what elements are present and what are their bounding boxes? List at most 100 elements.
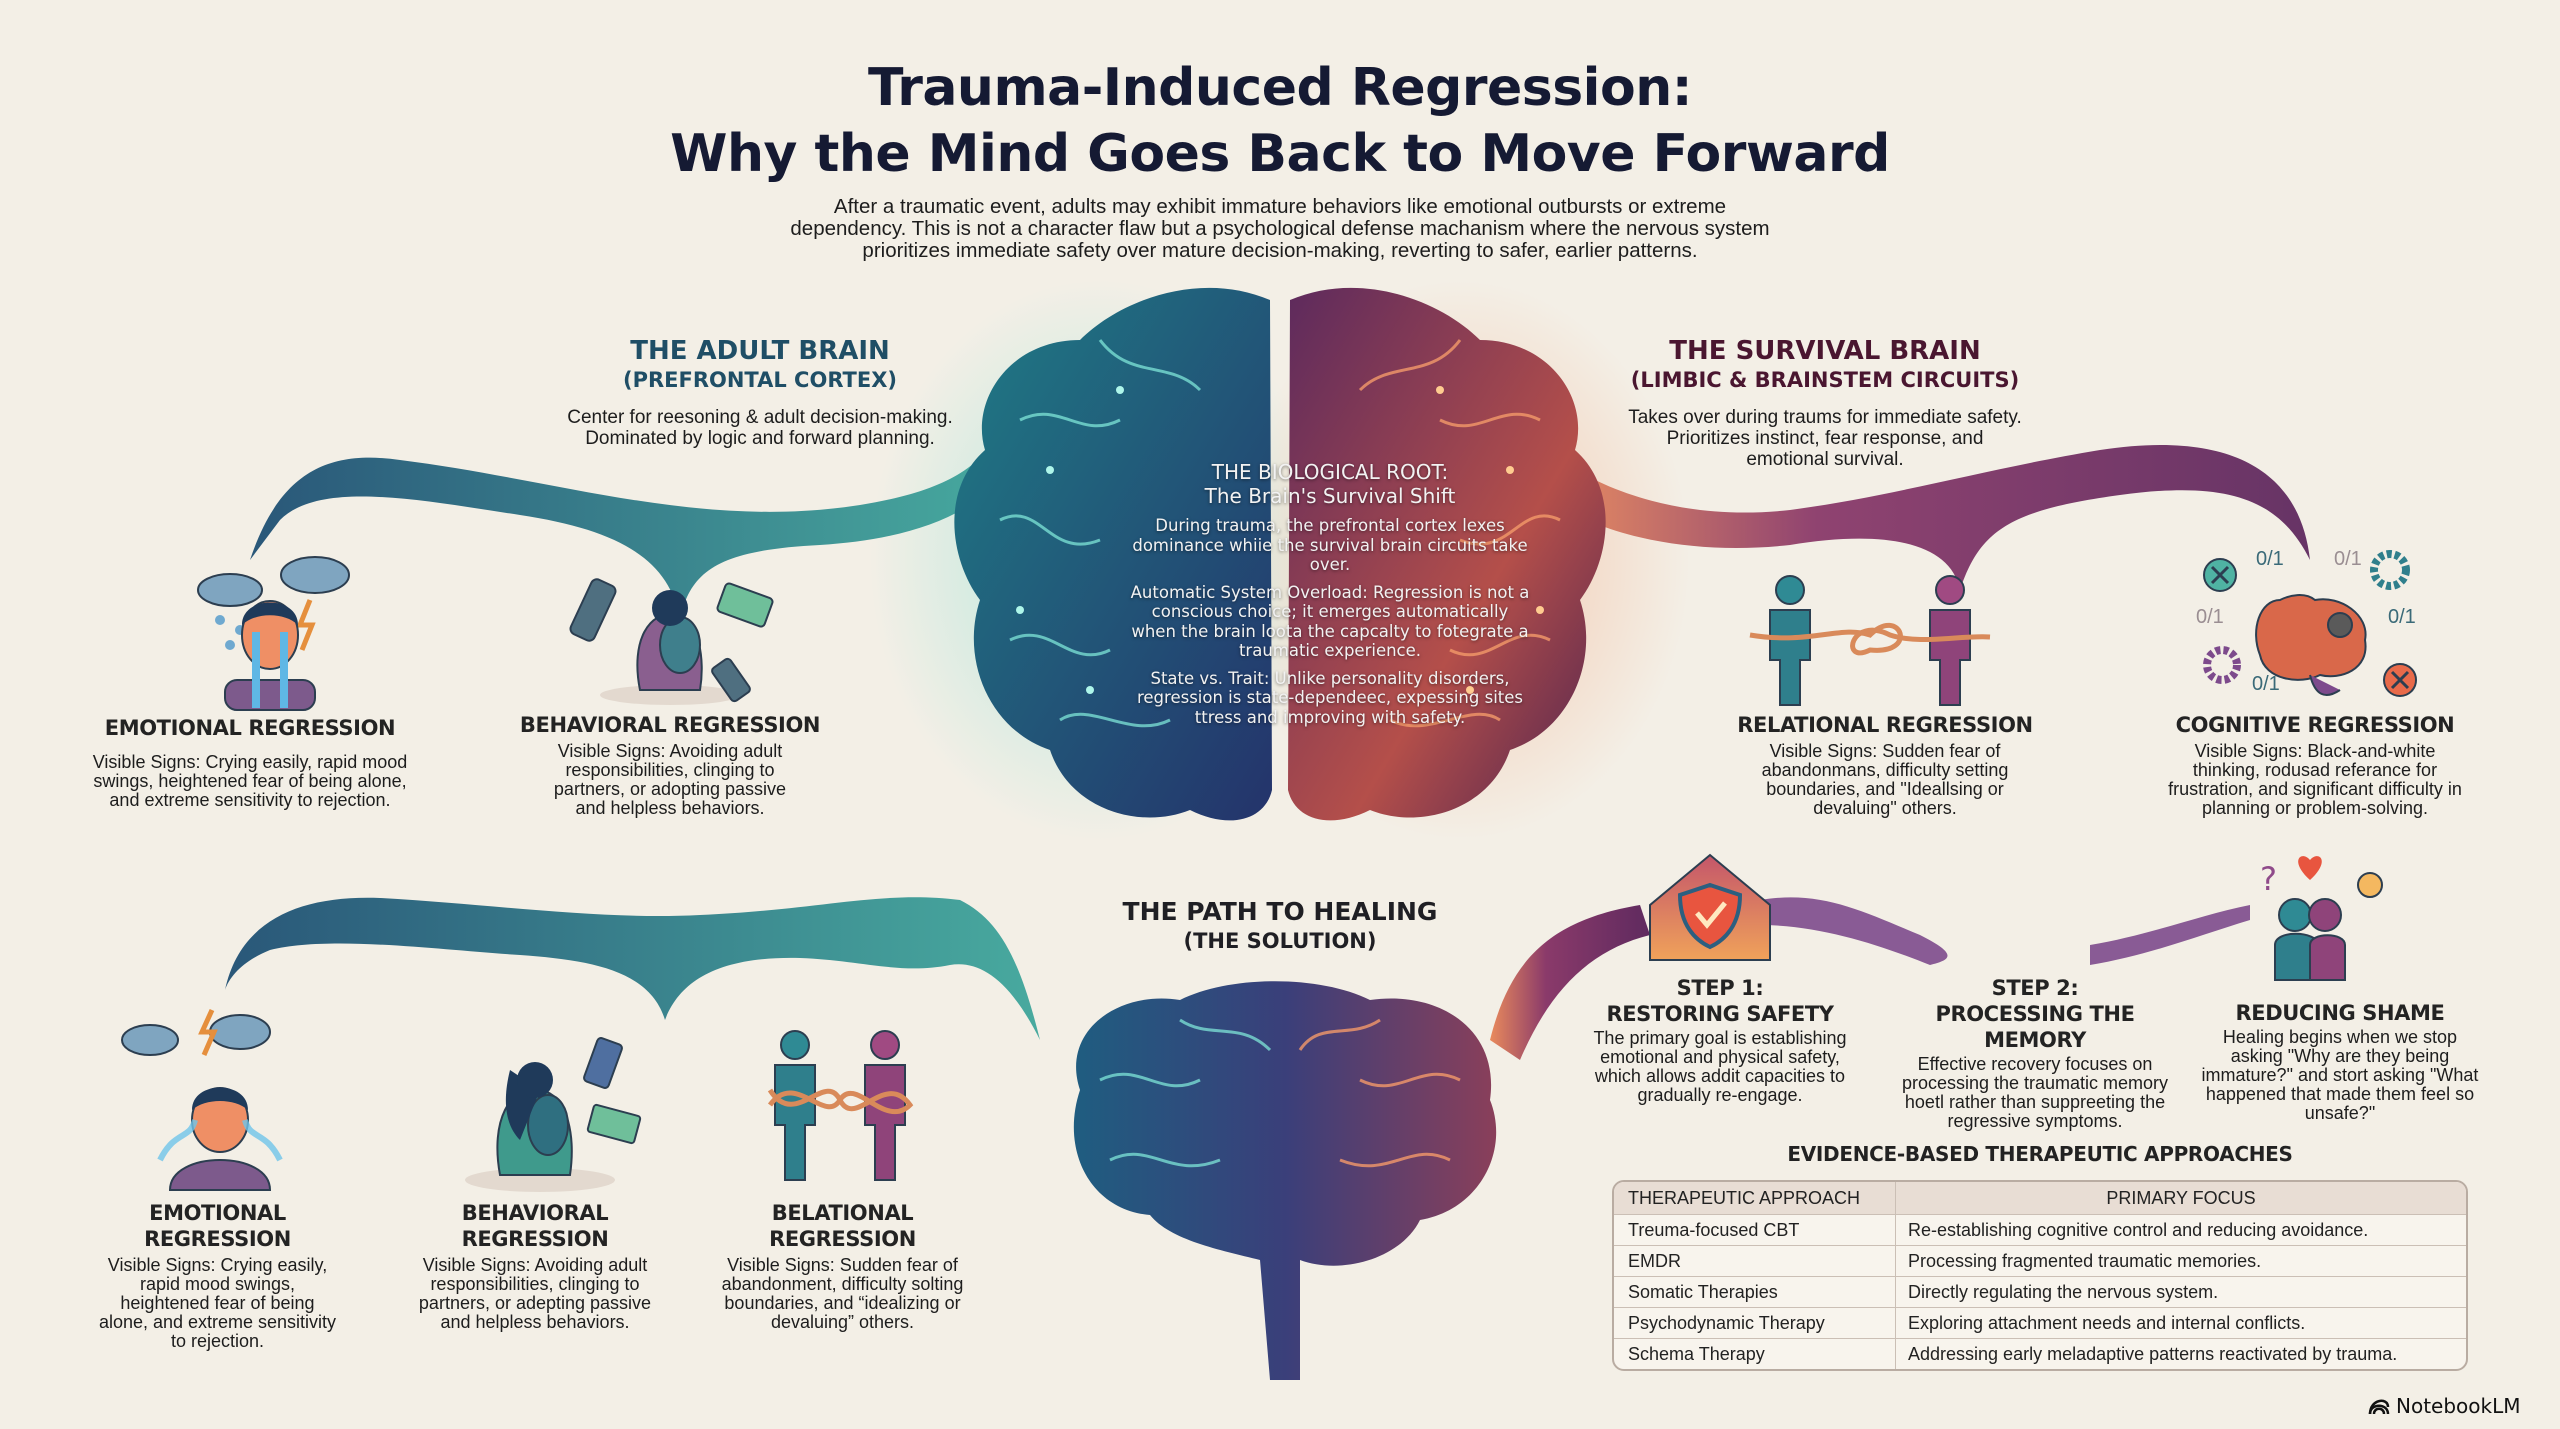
category-desc: Visible Signs: Crying easily, rapid mood… (92, 752, 408, 810)
category-title-line-1: BEHAVIORAL (461, 1201, 609, 1225)
survival-brain-title: THE SURVIVAL BRAIN (1669, 336, 1981, 366)
category-desc: Visible Signs: Avoiding adult responsibi… (418, 1255, 652, 1332)
focus-cell: Exploring attachment needs and internal … (1896, 1307, 2466, 1338)
column-header-focus: PRIMARY FOCUS (1896, 1182, 2466, 1214)
adult-brain-title: THE ADULT BRAIN (630, 336, 890, 366)
category-title-line-2: REGRESSION (461, 1227, 609, 1251)
step-title: RESTORING SAFETY (1606, 1002, 1834, 1026)
table-row: Somatic Therapies Directly regulating th… (1614, 1276, 2466, 1307)
adult-ribbon (250, 430, 1010, 620)
healing-step-1: STEP 1: RESTORING SAFETY The primary goa… (1585, 975, 1855, 1105)
biological-root-para-1: During trauma, the prefrontal cortex lex… (1132, 516, 1528, 574)
category-desc: Visible Signs: Crying easily, rapid mood… (98, 1255, 337, 1351)
approach-cell: Somatic Therapies (1614, 1276, 1896, 1307)
survival-brain-desc-line-3: emotional survival. (1746, 449, 1904, 470)
step-desc: The primary goal is establishing emotion… (1593, 1028, 1847, 1105)
shield-house-icon (1649, 853, 1771, 961)
healing-section-title: THE PATH TO HEALING (THE SOLUTION) (1080, 896, 1480, 954)
embracing-couple-icon: ? (2260, 856, 2383, 981)
step-title: PROCESSING THE MEMORY (1935, 1002, 2135, 1052)
healing-left-ribbon (225, 897, 1040, 1040)
survival-brain-section: THE SURVIVAL BRAIN (LIMBIC & BRAINSTEM C… (1575, 335, 2075, 470)
tangled-rope-couple-icon (767, 1030, 914, 1181)
focus-cell: Re-establishing cognitive control and re… (1896, 1214, 2466, 1245)
intro-line-3: prioritizes immediate safety over mature… (862, 239, 1698, 262)
approach-cell: Treuma-focused CBT (1614, 1214, 1896, 1245)
biological-root-heading: THE BIOLOGICAL ROOT: (1211, 460, 1449, 484)
title-line-2: Why the Mind Goes Back to Move Forward (670, 124, 1890, 184)
table-row: Treuma-focused CBT Re-establishing cogni… (1614, 1214, 2466, 1245)
huddled-person-icon (465, 1037, 642, 1192)
category-title-line-1: EMOTIONAL (149, 1201, 286, 1225)
title-line-1: Trauma-Induced Regression: (867, 58, 1693, 118)
category-desc: Visible Signs: Sudden fear of abandonmen… (721, 1255, 964, 1332)
tangled-rope-couple-icon (1749, 575, 1991, 706)
table-row: Psychodynamic Therapy Exploring attachme… (1614, 1307, 2466, 1338)
biological-root-subheading: The Brain's Survival Shift (1204, 484, 1456, 508)
approach-cell: EMDR (1614, 1245, 1896, 1276)
healing-step-2: STEP 2: PROCESSING THE MEMORY Effective … (1885, 975, 2185, 1131)
adult-brain-desc-line-2: Dominated by logic and forward planning. (585, 428, 935, 449)
category-title-line-2: REGRESSION (769, 1227, 916, 1251)
category-desc: Visible Signs: Black-and-white thinking,… (2168, 741, 2462, 818)
intro-paragraph: After a traumatic event, adults may exhi… (760, 196, 1800, 262)
survival-brain-desc: Takes over during traums for immediate s… (1575, 407, 2075, 470)
binary-label: 0/1 (2256, 548, 2284, 570)
top-brain-illustration (954, 287, 1606, 821)
bottom-category-card-relational: BELATIONAL REGRESSION Visible Signs: Sud… (705, 1200, 980, 1332)
healing-subtitle: (THE SOLUTION) (1183, 929, 1377, 953)
biological-root-panel: THE BIOLOGICAL ROOT: The Brain's Surviva… (1130, 460, 1530, 727)
approach-cell: Psychodynamic Therapy (1614, 1307, 1896, 1338)
adult-brain-subtitle: (PREFRONTAL CORTEX) (622, 368, 898, 392)
table-row: EMDR Processing fragmented traumatic mem… (1614, 1245, 2466, 1276)
category-title: EMOTIONAL REGRESSION (104, 716, 396, 740)
healing-step-reducing-shame: REDUCING SHAME Healing begins when we st… (2200, 1000, 2480, 1123)
category-card-cognitive: COGNITIVE REGRESSION Visible Signs: Blac… (2150, 712, 2480, 818)
binary-label: 0/1 (2196, 606, 2224, 628)
column-header-approach: THERAPEUTIC APPROACH (1614, 1182, 1896, 1214)
step-label: STEP 1: (1676, 976, 1764, 1000)
category-desc: Visible Signs: Sudden fear of abandonman… (1761, 741, 2009, 818)
healing-right-ribbon (1490, 897, 2250, 1060)
focus-cell: Processing fragmented traumatic memories… (1896, 1245, 2466, 1276)
svg-text:?: ? (2260, 860, 2277, 898)
survival-brain-subtitle: (LIMBIC & BRAINSTEM CIRCUITS) (1630, 368, 2020, 392)
notebooklm-logo-icon (2368, 1399, 2390, 1415)
category-desc: Visible Signs: Avoiding adult responsibi… (553, 741, 787, 818)
brand-label: NotebookLM (2396, 1394, 2521, 1418)
notebooklm-brand: NotebookLM (2368, 1394, 2521, 1418)
bottom-category-card-emotional: EMOTIONAL REGRESSION Visible Signs: Cryi… (95, 1200, 340, 1351)
category-title: BEHAVIORAL REGRESSION (519, 713, 821, 737)
crying-person-icon (121, 1008, 283, 1191)
therapies-table: THERAPEUTIC APPROACH PRIMARY FOCUS Treum… (1612, 1180, 2468, 1371)
biological-root-para-2: Automatic System Overload: Regression is… (1130, 582, 1530, 661)
step-desc: Healing begins when we stop asking "Why … (2201, 1027, 2479, 1123)
adult-brain-desc-line-1: Center for reesoning & adult decision-ma… (567, 407, 953, 428)
table-header-row: THERAPEUTIC APPROACH PRIMARY FOCUS (1614, 1182, 2466, 1214)
adult-brain-desc: Center for reesoning & adult decision-ma… (510, 407, 1010, 449)
binary-label: 0/1 (2252, 673, 2280, 695)
focus-cell: Addressing early meladaptive patterns re… (1896, 1338, 2466, 1369)
biological-root-para-3: State vs. Trait: Unlike personality diso… (1136, 668, 1524, 727)
category-title: RELATIONAL REGRESSION (1737, 713, 2033, 737)
intro-line-1: After a traumatic event, adults may exhi… (833, 195, 1727, 218)
binary-label: 0/1 (2388, 606, 2416, 628)
category-title-line-1: BELATIONAL (771, 1201, 914, 1225)
step-desc: Effective recovery focuses on processing… (1901, 1054, 2169, 1131)
bottom-category-card-behavioral: BEHAVIORAL REGRESSION Visible Signs: Avo… (415, 1200, 655, 1332)
table-row: Schema Therapy Addressing early meladapt… (1614, 1338, 2466, 1369)
survival-ribbon (1550, 444, 2310, 590)
therapies-title: EVIDENCE-BASED THERAPEUTIC APPROACHES (1787, 1142, 2293, 1166)
step-title: REDUCING SHAME (2235, 1001, 2445, 1025)
category-title: COGNITIVE REGRESSION (2175, 713, 2455, 737)
crying-person-icon (197, 556, 350, 711)
survival-brain-desc-line-2: Prioritizes instinct, fear response, and (1666, 428, 1984, 449)
survival-brain-desc-line-1: Takes over during traums for immediate s… (1628, 407, 2022, 428)
page-title: Trauma-Induced Regression: Why the Mind … (0, 55, 2560, 187)
category-card-emotional: EMOTIONAL REGRESSION Visible Signs: Cryi… (92, 715, 408, 810)
bottom-brain-illustration (1073, 981, 1497, 1380)
binary-label: 0/1 (2334, 548, 2362, 570)
category-title-line-2: REGRESSION (144, 1227, 291, 1251)
approach-cell: Schema Therapy (1614, 1338, 1896, 1369)
adult-brain-section: THE ADULT BRAIN (PREFRONTAL CORTEX) Cent… (510, 335, 1010, 449)
